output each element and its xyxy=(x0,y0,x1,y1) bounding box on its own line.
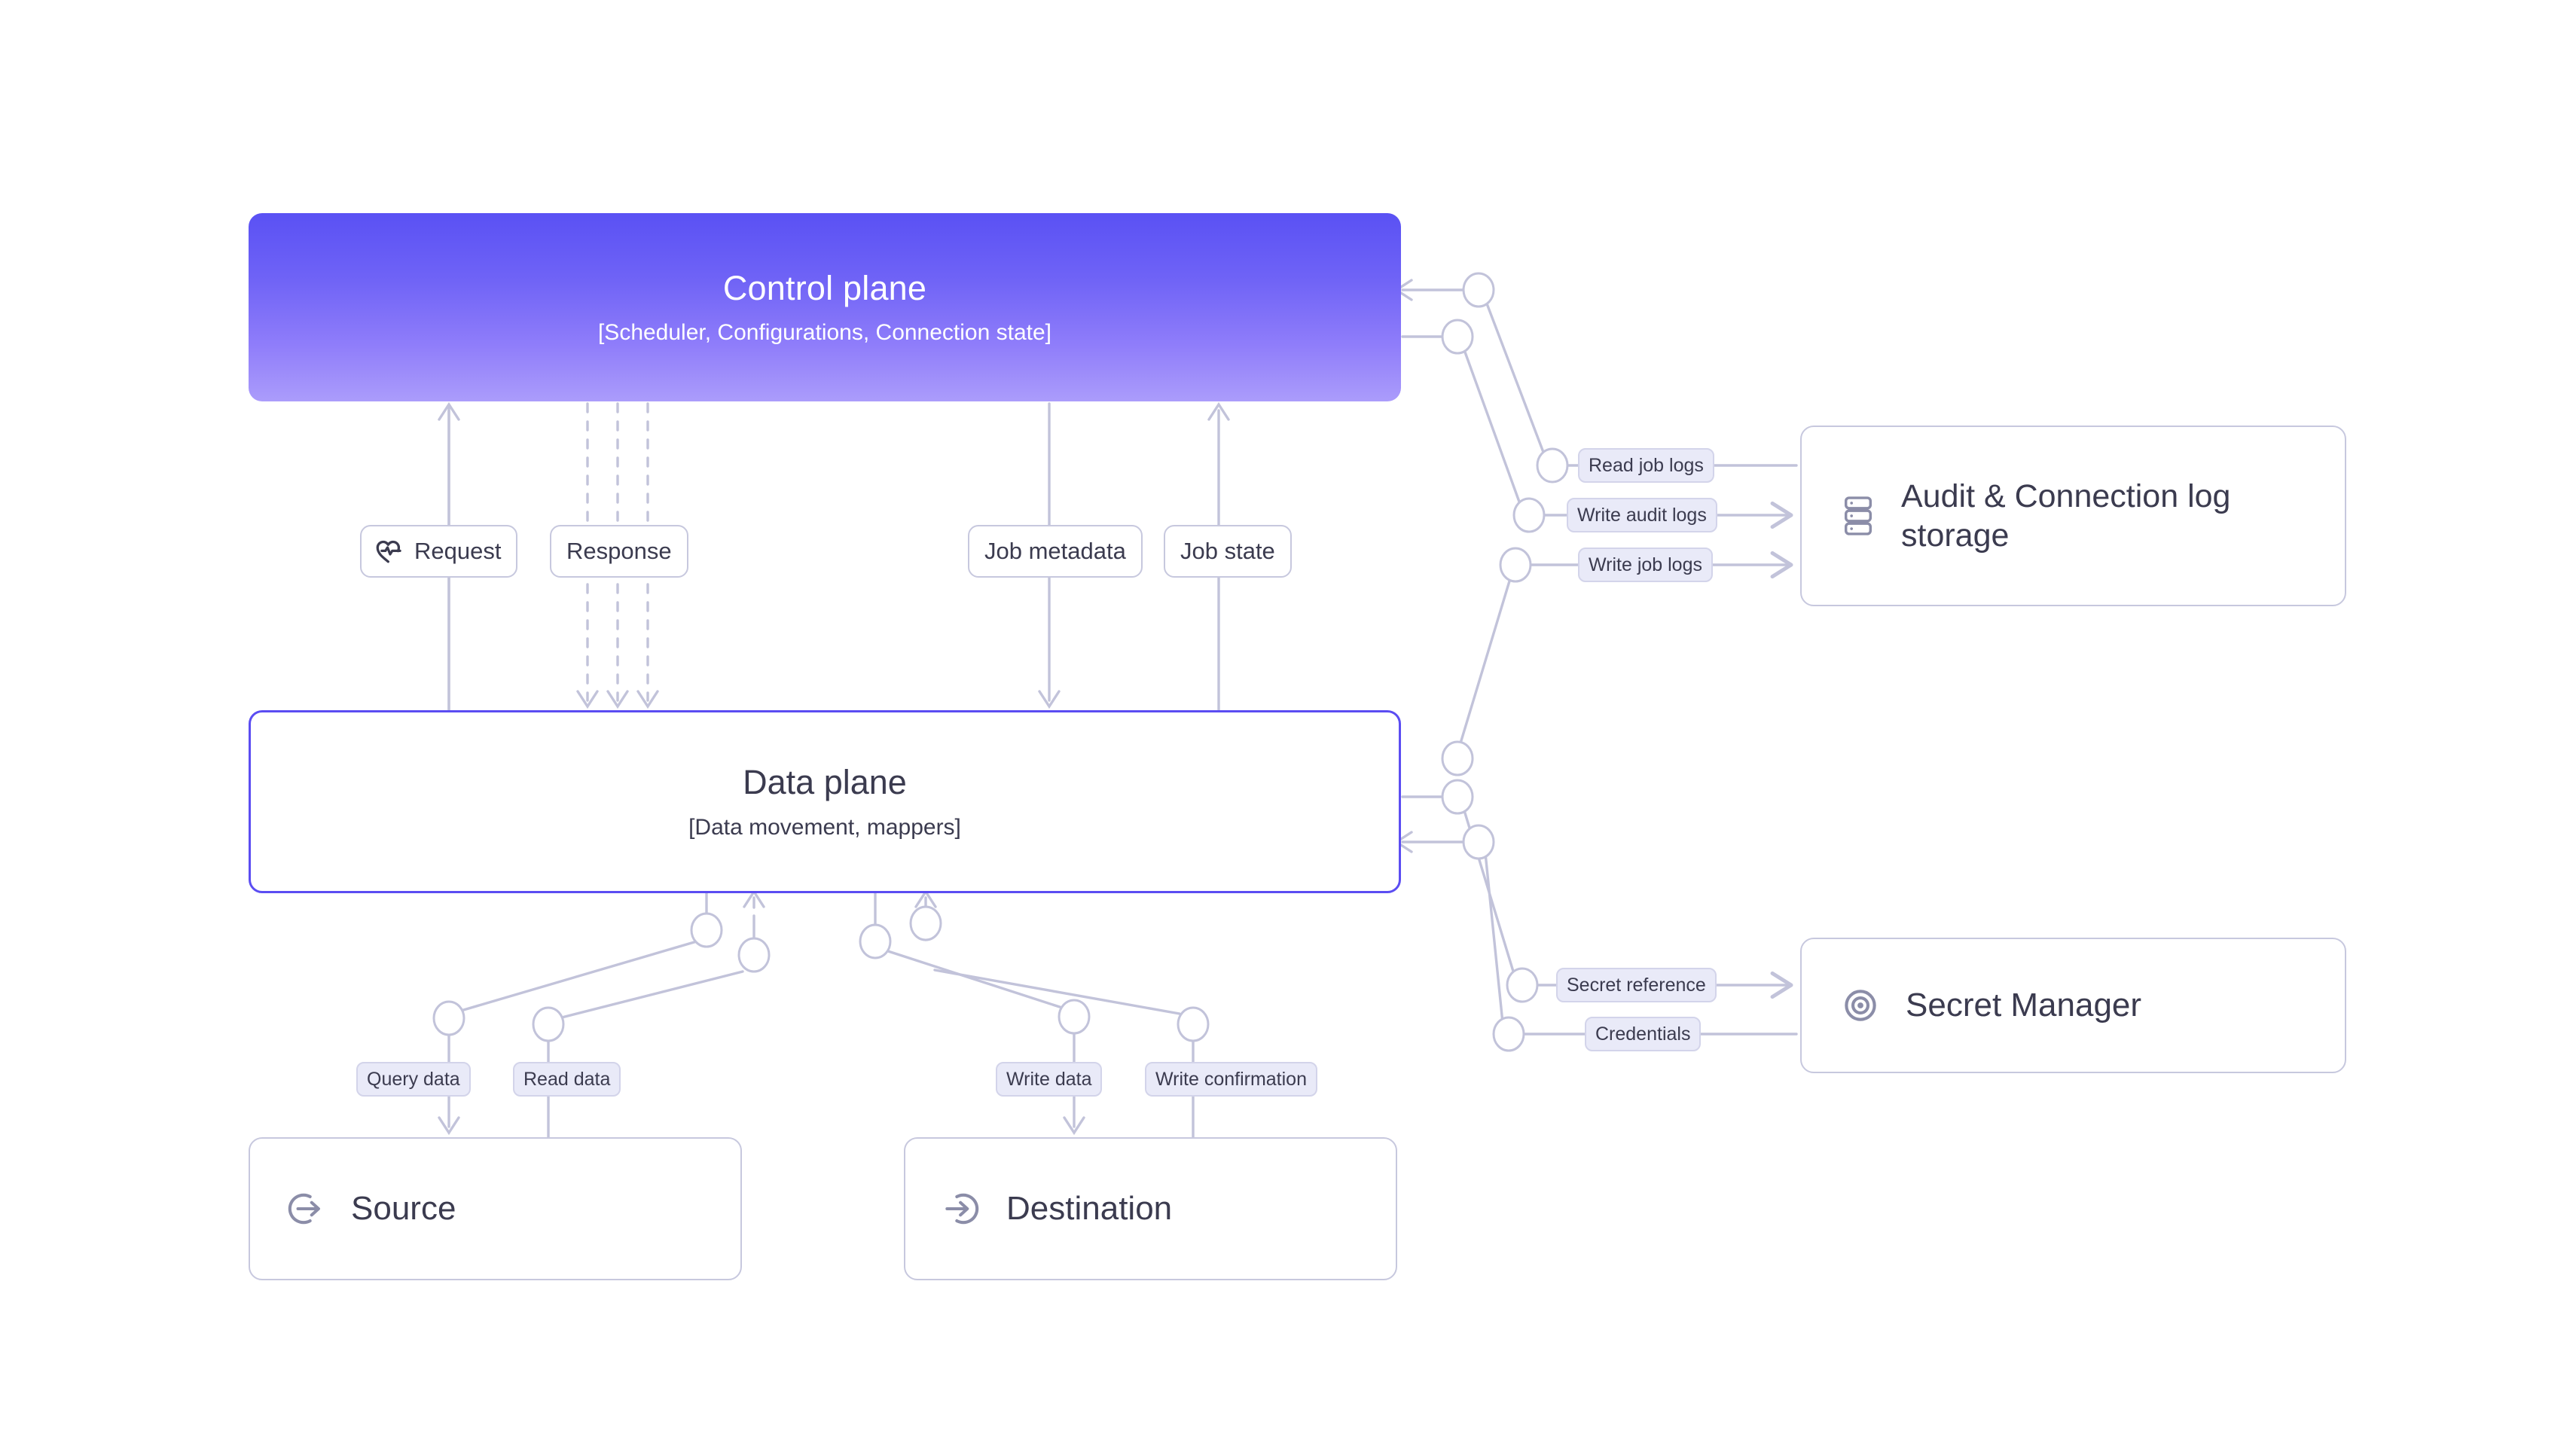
edge-secret-reference xyxy=(1401,795,1793,999)
control-plane-subtitle: [Scheduler, Configurations, Connection s… xyxy=(597,320,1052,346)
edge-label-query-data-text: Query data xyxy=(367,1068,460,1090)
connector-node xyxy=(532,1006,565,1042)
edge-label-write-audit-logs[interactable]: Write audit logs xyxy=(1567,498,1717,532)
connector-node xyxy=(432,1000,465,1036)
edge-label-write-data-text: Write data xyxy=(1006,1068,1092,1090)
edge-label-job-state-text: Job state xyxy=(1180,538,1275,564)
connector-node xyxy=(909,905,942,941)
secret-manager-label: Secret Manager xyxy=(1906,987,2142,1024)
connector-node xyxy=(1058,999,1091,1035)
edge-label-read-data-text: Read data xyxy=(523,1068,611,1090)
connector-node xyxy=(1492,1016,1525,1052)
connector-node xyxy=(690,912,723,948)
connector-node xyxy=(1536,447,1569,484)
data-plane-node[interactable]: Data plane [Data movement, mappers] xyxy=(249,710,1401,893)
edge-label-write-job-logs[interactable]: Write job logs xyxy=(1578,548,1713,582)
connector-node xyxy=(1506,967,1539,1003)
data-plane-title: Data plane xyxy=(743,763,907,802)
edge-label-request-text: Request xyxy=(414,538,502,564)
destination-node[interactable]: Destination xyxy=(904,1137,1397,1280)
control-plane-title: Control plane xyxy=(722,268,927,307)
source-label: Source xyxy=(351,1190,456,1228)
edge-label-write-audit-logs-text: Write audit logs xyxy=(1577,504,1707,526)
edge-label-secret-reference[interactable]: Secret reference xyxy=(1556,968,1717,1002)
edge-label-write-data[interactable]: Write data xyxy=(996,1062,1103,1097)
edge-write-confirmation xyxy=(914,889,1195,1139)
edge-label-credentials-text: Credentials xyxy=(1595,1023,1691,1045)
secret-manager-node[interactable]: Secret Manager xyxy=(1800,938,2346,1073)
connector-node xyxy=(737,937,771,973)
connector-node xyxy=(1462,272,1495,308)
edge-credentials xyxy=(1393,831,1798,1036)
edge-label-response[interactable]: Response xyxy=(550,525,688,578)
arrow-out-circle-icon xyxy=(286,1189,325,1228)
connector-node xyxy=(1462,824,1495,860)
edge-label-job-metadata-text: Job metadata xyxy=(984,538,1126,564)
edge-label-job-state[interactable]: Job state xyxy=(1164,525,1292,578)
edge-label-read-data[interactable]: Read data xyxy=(513,1062,621,1097)
edge-label-write-job-logs-text: Write job logs xyxy=(1589,554,1702,575)
connector-node xyxy=(1512,497,1546,533)
edge-label-write-confirmation-text: Write confirmation xyxy=(1155,1068,1307,1090)
edge-read-data xyxy=(547,889,765,1139)
source-node[interactable]: Source xyxy=(249,1137,742,1280)
edge-response-arrowheads xyxy=(576,690,659,709)
edge-label-query-data[interactable]: Query data xyxy=(356,1062,471,1097)
heart-pulse-icon xyxy=(374,538,404,565)
edge-write-job-logs xyxy=(1458,551,1793,747)
audit-log-storage-label: Audit & Connection log storage xyxy=(1901,477,2231,554)
edge-label-request[interactable]: Request xyxy=(360,525,518,578)
connector-node xyxy=(1441,779,1474,815)
connector-node xyxy=(1177,1006,1210,1042)
target-circles-icon xyxy=(1841,986,1880,1025)
edge-label-secret-reference-text: Secret reference xyxy=(1567,974,1706,996)
server-stack-icon xyxy=(1841,494,1876,538)
edge-write-audit-logs xyxy=(1401,335,1793,529)
audit-log-storage-node[interactable]: Audit & Connection log storage xyxy=(1800,426,2346,606)
data-plane-subtitle: [Data movement, mappers] xyxy=(688,814,961,840)
arrow-in-circle-icon xyxy=(942,1189,981,1228)
edge-label-read-job-logs[interactable]: Read job logs xyxy=(1578,448,1714,483)
control-plane-node[interactable]: Control plane [Scheduler, Configurations… xyxy=(249,213,1401,401)
edge-query-data xyxy=(438,892,708,1136)
edge-label-response-text: Response xyxy=(566,538,672,564)
connector-node xyxy=(1499,547,1532,583)
destination-label: Destination xyxy=(1006,1190,1173,1228)
edge-label-read-job-logs-text: Read job logs xyxy=(1589,454,1704,476)
edge-read-job-logs xyxy=(1393,279,1798,467)
connector-node xyxy=(1441,319,1474,355)
connector-node xyxy=(859,923,892,959)
edge-write-data xyxy=(874,892,1085,1136)
edge-label-job-metadata[interactable]: Job metadata xyxy=(968,525,1143,578)
connector-node xyxy=(1441,740,1474,776)
edge-label-write-confirmation[interactable]: Write confirmation xyxy=(1145,1062,1317,1097)
edge-label-credentials[interactable]: Credentials xyxy=(1585,1017,1702,1051)
